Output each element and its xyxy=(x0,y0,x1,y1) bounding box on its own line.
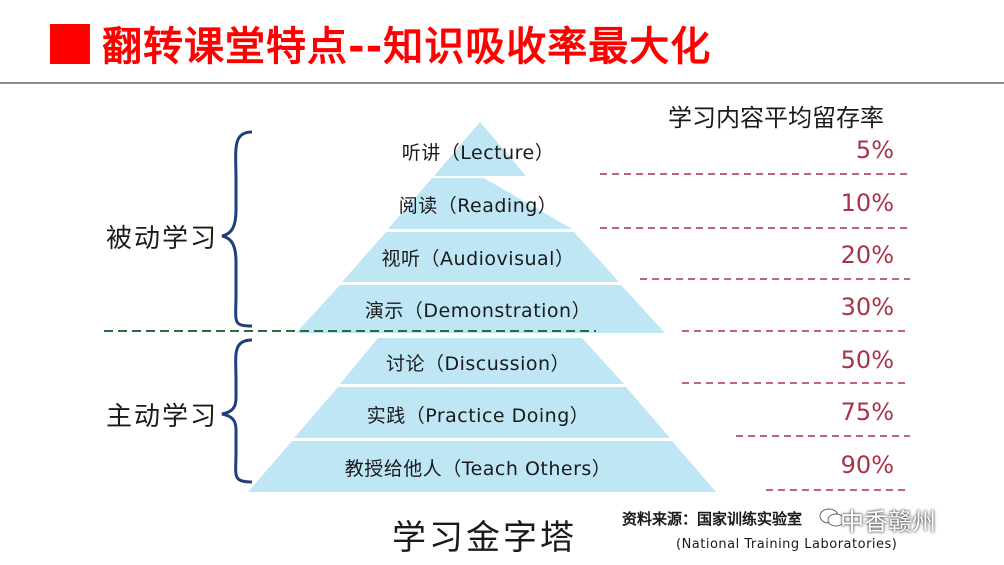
retention-column-header: 学习内容平均留存率 xyxy=(668,104,884,132)
active-brace xyxy=(221,338,253,484)
level-label-audiovisual: 视听（Audiovisual） xyxy=(381,248,575,270)
pyramid-band-1 xyxy=(434,122,526,176)
pyramid-band-2 xyxy=(388,178,572,229)
level-label-practice: 实践（Practice Doing） xyxy=(366,405,590,427)
pyramid-band-7 xyxy=(248,441,716,492)
level-label-teach: 教授给他人（Teach Others） xyxy=(344,458,612,480)
source-en: (National Training Laboratories) xyxy=(676,537,898,552)
pyramid-band-6 xyxy=(294,387,670,438)
pyramid-band-5-fill xyxy=(340,338,624,384)
rate-audiovisual: 20% xyxy=(840,241,894,269)
rate-practice: 75% xyxy=(840,398,894,426)
watermark-text: 中香赣州 xyxy=(840,508,936,536)
group-label-passive: 被动学习 xyxy=(106,224,219,254)
level-label-lecture: 听讲（Lecture） xyxy=(401,142,555,164)
level-label-discussion: 讨论（Discussion） xyxy=(385,353,571,375)
wechat-watermark-icon xyxy=(819,508,845,527)
title-marker-square xyxy=(50,24,90,64)
title-bar: 翻转课堂特点--知识吸收率最大化 xyxy=(0,0,1004,80)
pyramid-band-3 xyxy=(342,232,619,282)
rate-reading: 10% xyxy=(840,189,894,217)
title-divider xyxy=(0,82,1004,84)
level-label-demonstration: 演示（Demonstration） xyxy=(364,300,592,322)
slide-title: 翻转课堂特点--知识吸收率最大化 xyxy=(102,24,712,70)
group-label-active: 主动学习 xyxy=(106,402,219,432)
level-label-reading: 阅读（Reading） xyxy=(398,195,558,217)
rate-teach: 90% xyxy=(840,451,894,479)
rate-lecture: 5% xyxy=(855,136,894,164)
pyramid-band-4 xyxy=(296,285,665,333)
passive-brace xyxy=(221,130,253,328)
pyramid-caption: 学习金字塔 xyxy=(392,518,577,558)
rate-discussion: 50% xyxy=(840,346,894,374)
source-cn: 资料来源：国家训练实验室 xyxy=(622,510,803,528)
rate-demonstration: 30% xyxy=(840,293,894,321)
